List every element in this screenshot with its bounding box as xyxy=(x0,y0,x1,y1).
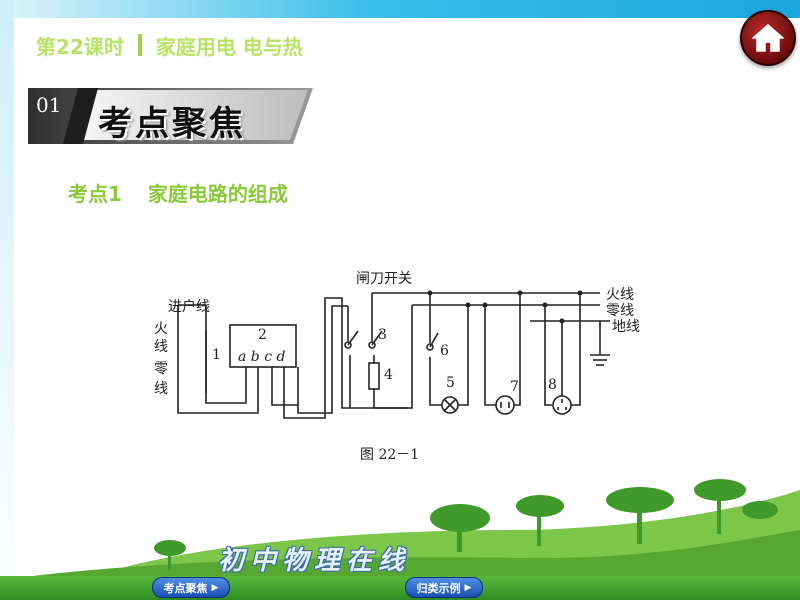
label-live-left-2: 线 xyxy=(154,339,168,355)
section-title: 家庭电路的组成 xyxy=(147,182,288,206)
neutral-wire-in xyxy=(177,367,259,414)
nav-button-examples[interactable]: 归类示例 ▶ xyxy=(405,577,483,598)
home-icon xyxy=(752,24,784,52)
live-wire-in xyxy=(205,331,247,404)
lamp-cross xyxy=(443,398,457,412)
label-2: 2 xyxy=(258,327,267,343)
lesson-topic: 家庭用电 电与热 xyxy=(155,34,303,59)
section-heading: 考点1 家庭电路的组成 xyxy=(68,178,288,207)
section-banner xyxy=(28,88,313,144)
bottom-strip xyxy=(0,576,800,600)
knife-blade xyxy=(371,330,383,346)
label-7: 7 xyxy=(510,379,519,395)
knife-blade xyxy=(347,330,359,346)
nav-button-focus[interactable]: 考点聚焦 ▶ xyxy=(152,577,230,598)
junction-dot xyxy=(427,290,433,296)
circuit-diagram: 进户线 火 线 零 线 1 2 a b c d 闸刀开关 3 4 5 6 7 8… xyxy=(154,271,640,463)
meter-terminals: a b c d xyxy=(238,349,286,365)
label-neutral-left-2: 线 xyxy=(154,381,168,397)
label-1: 1 xyxy=(212,347,221,363)
top-decor-bar xyxy=(0,0,800,18)
chevron-right-icon: ▶ xyxy=(211,582,219,593)
label-live-left-1: 火 xyxy=(154,321,168,337)
nav-button-focus-label: 考点聚焦 xyxy=(163,581,208,595)
landscape-decoration xyxy=(0,479,800,580)
junction-dot xyxy=(577,290,583,296)
label-5: 5 xyxy=(446,375,455,391)
junction-dot xyxy=(482,302,488,308)
left-decor-strip xyxy=(0,0,14,600)
branch-wire xyxy=(484,305,496,406)
nav-button-examples-label: 归类示例 xyxy=(416,581,461,595)
junction-dot xyxy=(542,302,548,308)
home-button[interactable] xyxy=(740,10,796,66)
header-divider xyxy=(137,34,142,56)
meter-output xyxy=(271,367,299,406)
chevron-right-icon: ▶ xyxy=(464,582,472,593)
branch-wire xyxy=(514,293,521,406)
branch-wire xyxy=(544,305,552,406)
branch-wire xyxy=(429,395,442,406)
label-incoming: 进户线 xyxy=(168,298,210,315)
lesson-number: 第22课时 xyxy=(36,34,124,59)
socket-two-pin xyxy=(495,395,515,415)
circuit-figure: 进户线 火 线 零 线 1 2 a b c d 闸刀开关 3 4 5 6 7 8… xyxy=(150,263,657,469)
label-6: 6 xyxy=(440,343,449,359)
junction-dot xyxy=(517,290,523,296)
label-neutral-right: 零线 xyxy=(606,303,634,319)
banner-title: 考点聚焦 xyxy=(98,104,246,144)
section-label: 考点1 xyxy=(68,182,122,206)
label-ground-right: 地线 xyxy=(612,319,640,335)
socket-three-pin xyxy=(552,395,572,415)
figure-caption: 图 22－1 xyxy=(360,447,419,463)
neutral-main-wire xyxy=(297,305,348,414)
banner-number: 01 xyxy=(36,93,62,117)
label-3: 3 xyxy=(378,327,387,343)
watermark-text: 初中物理在线 xyxy=(218,546,411,576)
branch-wire xyxy=(458,305,469,406)
lesson-header: 第22课时 家庭用电 电与热 xyxy=(36,30,303,60)
fuse xyxy=(368,362,380,390)
label-8: 8 xyxy=(548,377,557,393)
energy-meter xyxy=(229,324,297,368)
label-knife-switch: 闸刀开关 xyxy=(356,271,412,287)
switch-lever xyxy=(429,332,439,348)
branch-wire xyxy=(571,293,581,406)
junction-dot xyxy=(559,318,565,324)
label-neutral-left-1: 零 xyxy=(154,361,168,377)
label-live-right: 火线 xyxy=(606,287,634,303)
label-4: 4 xyxy=(384,367,393,383)
junction-dot xyxy=(465,302,471,308)
